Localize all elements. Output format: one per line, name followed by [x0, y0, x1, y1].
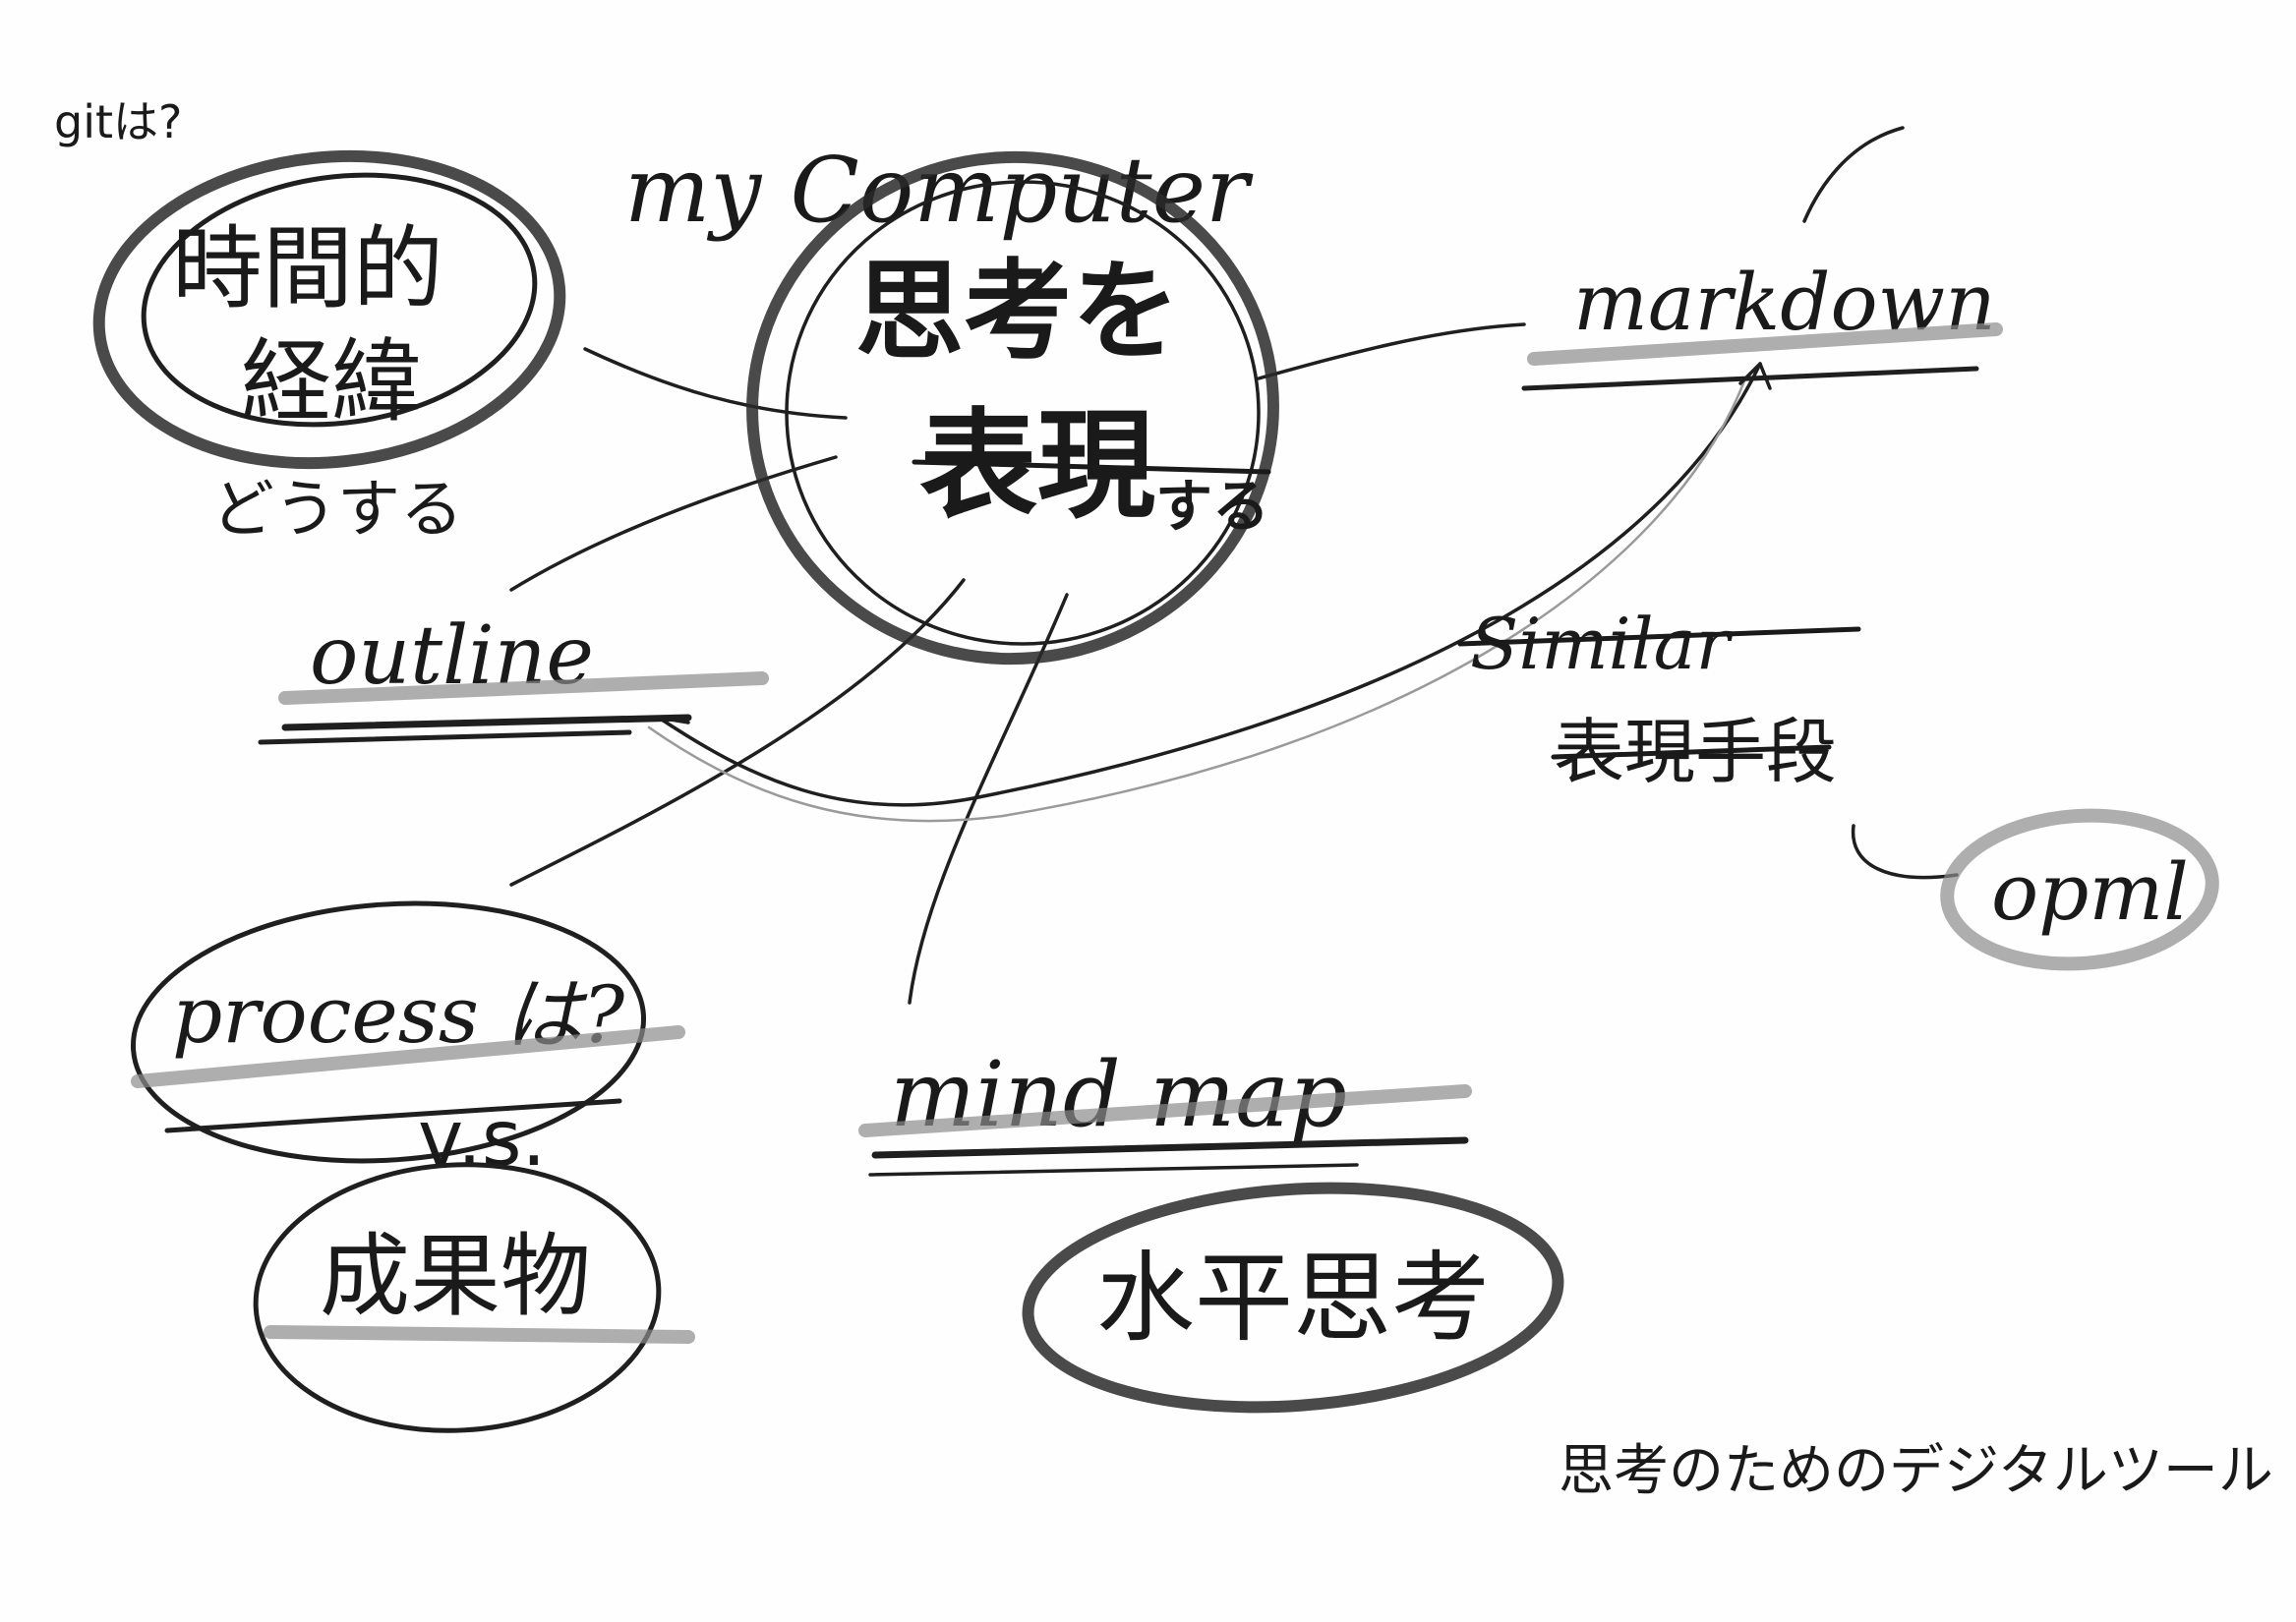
markdown-node: markdown	[1521, 257, 2003, 391]
process-node: process は? v.s. 成果物	[130, 900, 695, 1433]
left-line1-text: 時間的	[172, 216, 443, 321]
git-question-text: gitは?	[54, 95, 182, 148]
mind-map-node: mind map 水平思考	[858, 1042, 1564, 1414]
center-bubble: 思考を 表現 する	[746, 150, 1279, 666]
similar-node: Similar 表現手段 opml	[1457, 603, 2219, 971]
mind-map-text: mind map	[890, 1042, 1347, 1147]
center-suffix-text: する	[1155, 473, 1269, 540]
left-line2-text: 経緯	[241, 329, 422, 434]
my-computer-text: my Computer	[624, 138, 1254, 243]
center-line1-text: 思考を	[855, 249, 1180, 375]
lateral-text: 水平思考	[1096, 1241, 1490, 1356]
left-bubble: gitは? 時間的 経緯 どうする	[54, 95, 566, 547]
left-line3-text: どうする	[211, 474, 463, 547]
footer-title-text: 思考のためのデジタルツール	[1559, 1439, 2273, 1503]
opml-text: opml	[1991, 846, 2189, 938]
outline-node: outline	[258, 609, 769, 745]
deliverable-text: 成果物	[320, 1224, 591, 1329]
